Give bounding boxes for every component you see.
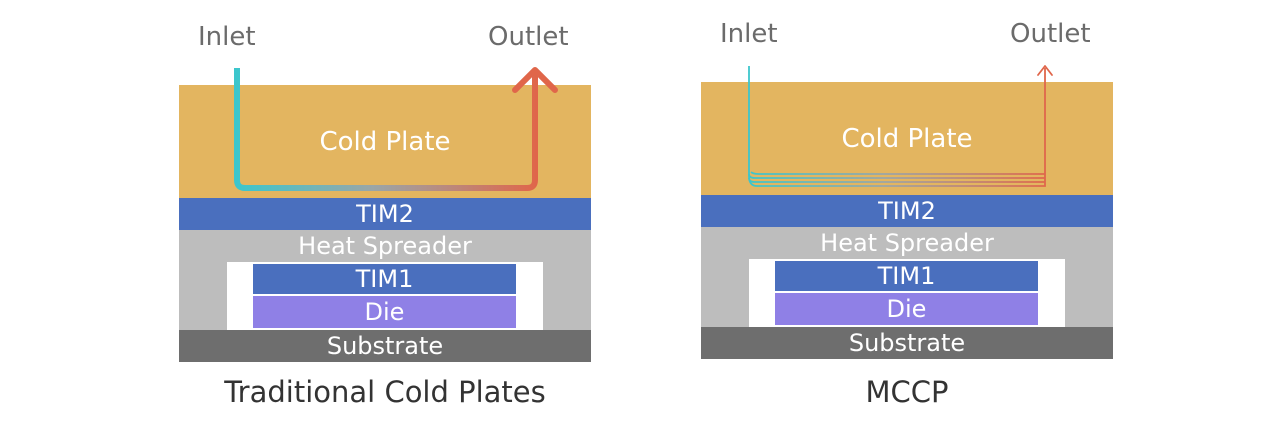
die-layer: Die <box>253 296 516 328</box>
inlet-label: Inlet <box>198 22 256 52</box>
heat-spreader-label: Heat Spreader <box>298 232 472 260</box>
microchannel <box>748 177 1045 183</box>
microchannel <box>748 66 1046 187</box>
coolant-microchannels <box>748 65 1053 187</box>
tim2-layer: TIM2 <box>701 195 1113 227</box>
inlet-label: Inlet <box>720 19 778 49</box>
substrate-layer: Substrate <box>179 330 591 362</box>
tim1-layer: TIM1 <box>775 261 1038 291</box>
tim1-layer: TIM1 <box>253 264 516 294</box>
cold-plate-layer: Cold Plate <box>179 85 591 198</box>
traditional-cold-plate-diagram: Cold Plate TIM2 Heat Spreader TIM1 Die S… <box>175 0 595 427</box>
outlet-arrow-icon <box>512 67 558 93</box>
coolant-flow-path <box>234 67 558 191</box>
caption-mccp: MCCP <box>865 375 949 409</box>
outlet-label: Outlet <box>488 22 569 52</box>
microchannel <box>750 171 1045 175</box>
flow-channel <box>234 68 538 191</box>
heat-spreader-label: Heat Spreader <box>820 229 994 257</box>
caption-traditional: Traditional Cold Plates <box>224 375 546 409</box>
die-layer: Die <box>775 293 1038 325</box>
outlet-label: Outlet <box>1010 19 1091 49</box>
outlet-arrow-icon <box>1037 65 1053 76</box>
mccp-diagram: Cold Plate TIM2 Heat Spreader TIM1 Die S… <box>697 0 1117 427</box>
substrate-layer: Substrate <box>701 327 1113 359</box>
microchannel <box>748 173 1045 179</box>
tim2-layer: TIM2 <box>179 198 591 230</box>
